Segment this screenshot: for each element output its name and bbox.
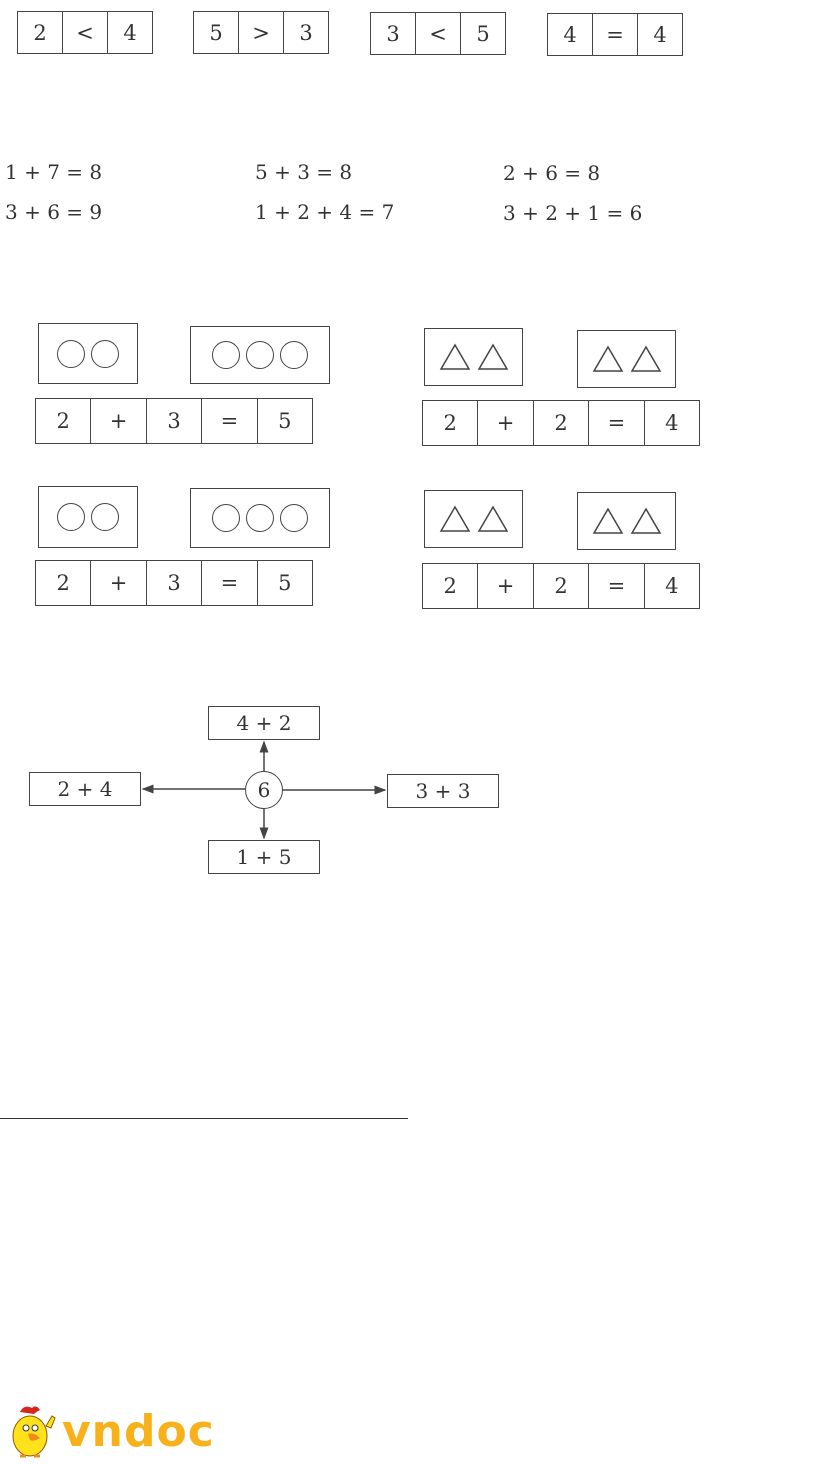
comparison-2: 5 > 3 bbox=[193, 11, 329, 54]
strip-cell: + bbox=[90, 399, 145, 443]
circle-shape bbox=[91, 339, 119, 368]
strip-cell: 4 bbox=[643, 401, 699, 445]
triangle-shape bbox=[592, 345, 623, 372]
shape-box-left bbox=[424, 328, 523, 386]
addition-strip: 2+2=4 bbox=[422, 400, 700, 446]
strip-cell: 4 bbox=[643, 564, 699, 608]
comparison-right: 5 bbox=[460, 13, 505, 54]
addition-strip: 2+2=4 bbox=[422, 563, 700, 609]
chicken-mascot-icon bbox=[12, 1406, 56, 1458]
triangle-shape bbox=[592, 507, 623, 534]
strip-cell: = bbox=[201, 399, 256, 443]
shape-box-left bbox=[38, 323, 138, 384]
shape-box-right bbox=[190, 488, 330, 548]
comparison-operator: = bbox=[592, 14, 637, 55]
circle-shape bbox=[246, 504, 274, 532]
circle-shape bbox=[280, 504, 308, 532]
diagram-arrows bbox=[141, 740, 387, 840]
strip-cell: + bbox=[477, 401, 532, 445]
addition-strip: 2 +3=5 bbox=[35, 560, 313, 606]
comparison-left: 3 bbox=[386, 21, 400, 46]
equation: 2 + 6 = 8 bbox=[503, 161, 601, 185]
strip-cell: = bbox=[201, 561, 256, 605]
triangle-shape bbox=[439, 343, 470, 370]
circle-shape bbox=[57, 339, 85, 368]
comparison-left: 2 bbox=[33, 20, 47, 45]
comparison-operator: > bbox=[238, 12, 283, 53]
circle-shape bbox=[246, 341, 274, 369]
strip-cell: 2 bbox=[443, 411, 457, 435]
circle-shape bbox=[91, 503, 119, 531]
diagram-right-box: 3 + 3 bbox=[387, 774, 499, 808]
strip-cell: + bbox=[477, 564, 532, 608]
shape-box-left bbox=[38, 486, 138, 548]
comparison-1: 2 < 4 bbox=[17, 11, 153, 54]
shape-box-right bbox=[190, 326, 330, 384]
comparison-operator: < bbox=[62, 12, 107, 53]
strip-cell: 2 bbox=[532, 401, 588, 445]
vndoc-logo: vndoc bbox=[6, 1404, 215, 1460]
diagram-top-box: 4 + 2 bbox=[208, 706, 320, 740]
strip-cell: = bbox=[588, 564, 643, 608]
strip-cell: 3 bbox=[145, 561, 201, 605]
comparison-right: 4 bbox=[637, 14, 682, 55]
circle-shape bbox=[280, 341, 308, 369]
triangle-shape bbox=[630, 345, 661, 372]
comparison-4: 4 = 4 bbox=[547, 13, 683, 56]
strip-cell: 2 bbox=[56, 409, 70, 433]
strip-cell: 3 bbox=[145, 399, 201, 443]
shape-box-right bbox=[577, 492, 676, 550]
diagram-left-box: 2 + 4 bbox=[29, 772, 141, 806]
strip-cell: 5 bbox=[256, 399, 312, 443]
triangle-shape bbox=[630, 507, 661, 534]
shape-box-right bbox=[577, 330, 676, 388]
shape-box-left bbox=[424, 490, 523, 548]
diagram-center: 6 bbox=[245, 771, 283, 809]
comparison-3: 3 < 5 bbox=[370, 12, 506, 55]
triangle-shape bbox=[439, 505, 470, 532]
logo-text: vndoc bbox=[62, 1406, 215, 1457]
comparison-right: 4 bbox=[107, 12, 152, 53]
equation: 3 + 6 = 9 bbox=[5, 200, 103, 224]
comparison-right: 3 bbox=[283, 12, 328, 53]
circle-shape bbox=[57, 503, 85, 531]
strip-cell: = bbox=[588, 401, 643, 445]
addition-strip: 2 +3=5 bbox=[35, 398, 313, 444]
strip-cell: 5 bbox=[256, 561, 312, 605]
equation: 5 + 3 = 8 bbox=[255, 160, 353, 184]
strip-cell: + bbox=[90, 561, 145, 605]
diagram-bottom-box: 1 + 5 bbox=[208, 840, 320, 874]
strip-cell: 2 bbox=[532, 564, 588, 608]
triangle-shape bbox=[477, 343, 508, 370]
comparison-left: 4 bbox=[563, 22, 577, 47]
equation: 1 + 2 + 4 = 7 bbox=[255, 200, 395, 224]
triangle-shape bbox=[477, 505, 508, 532]
circle-shape bbox=[212, 504, 240, 532]
circle-shape bbox=[212, 341, 240, 369]
divider-line bbox=[0, 1118, 408, 1119]
comparison-left: 5 bbox=[209, 20, 223, 45]
comparison-operator: < bbox=[415, 13, 460, 54]
equation: 1 + 7 = 8 bbox=[5, 160, 103, 184]
equation: 3 + 2 + 1 = 6 bbox=[503, 201, 643, 225]
strip-cell: 2 bbox=[443, 574, 457, 598]
strip-cell: 2 bbox=[56, 571, 70, 595]
